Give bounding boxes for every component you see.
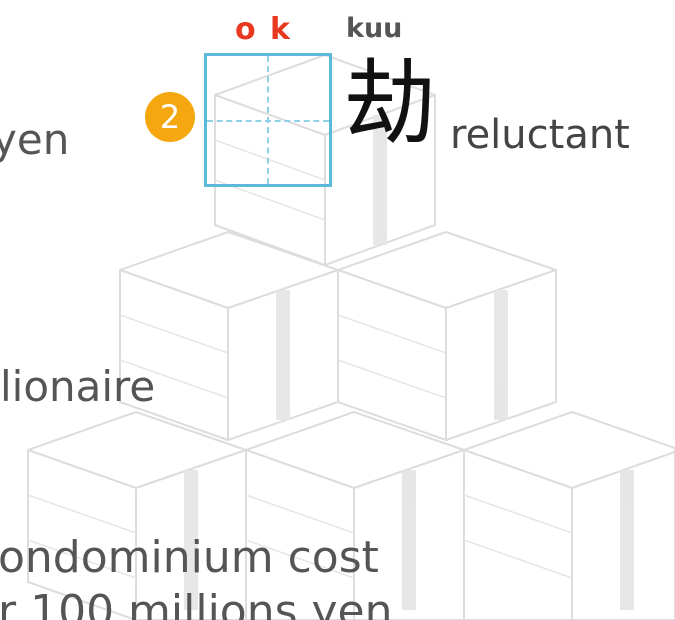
kanji-writing-grid [204,53,332,187]
kanji-reading: kuu [346,13,403,44]
kanji-character: 劫 [344,50,437,157]
background-line-millionaire: lionaire [0,362,156,411]
background-line-yen: yen [0,115,70,164]
banknote-bundle-middle-right [337,231,557,441]
kanji-meaning: reluctant [450,112,630,158]
banknote-bundle-bottom-center [245,411,465,620]
grid-horizontal-guide [207,120,329,122]
step-number-badge: 2 [145,92,195,142]
background-line-price: r 100 millions yen [0,586,393,620]
romaji-label: o k [235,12,293,47]
background-line-condominium-cost: ondominium cost [0,532,379,583]
banknote-bundle-bottom-right [463,411,675,620]
